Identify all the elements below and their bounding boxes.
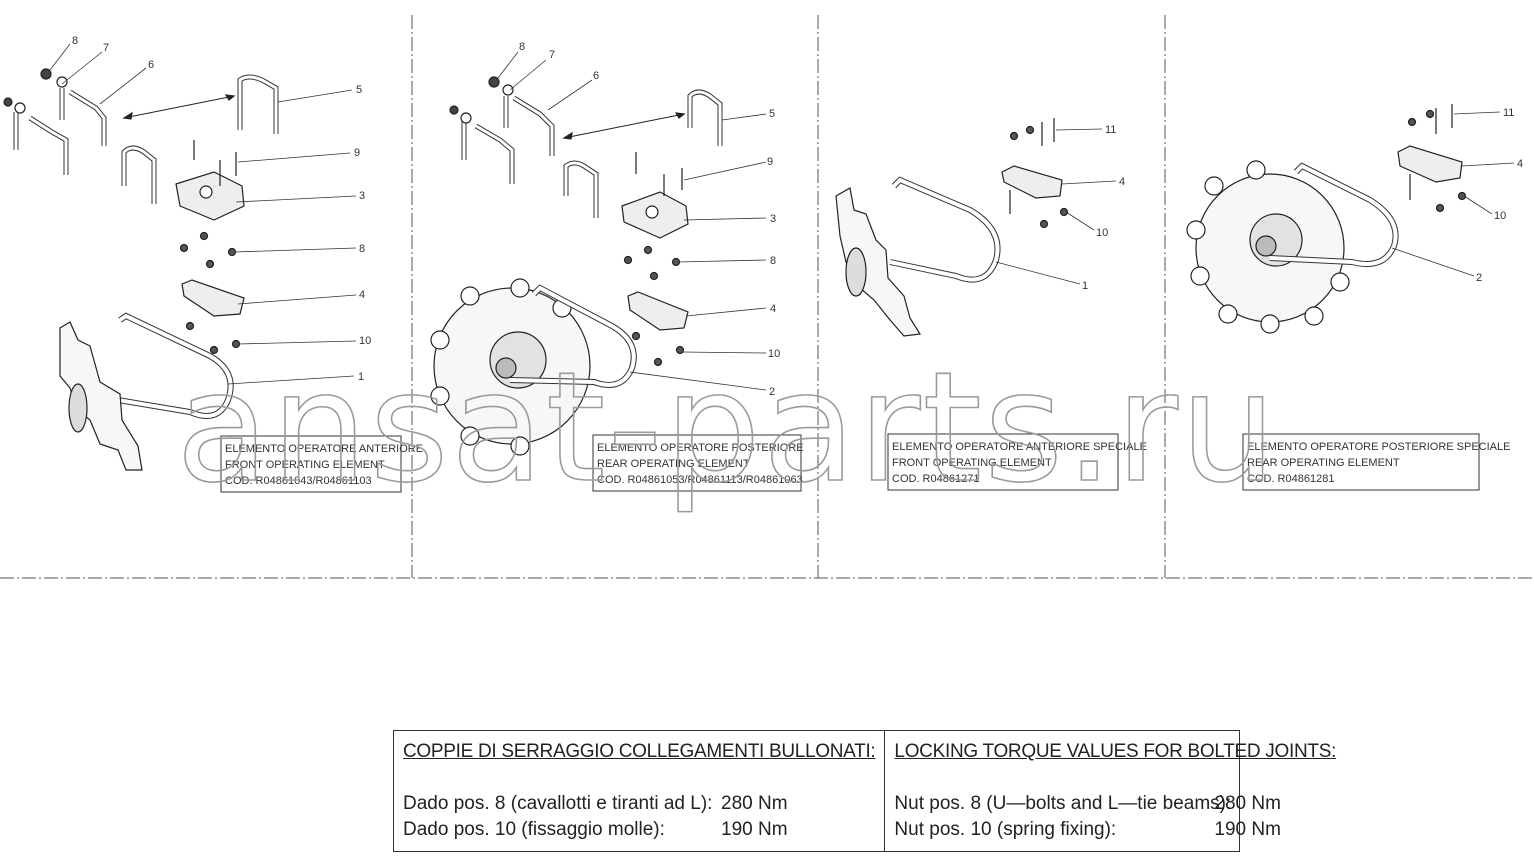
torque-heading-english: LOCKING TORQUE VALUES FOR BOLTED JOINTS: (894, 741, 1337, 762)
callout-9: 9 (767, 156, 773, 168)
panel-front-element (3, 68, 279, 471)
caption-box-front: ELEMENTO OPERATORE ANTERIORE FRONT OPERA… (220, 435, 423, 493)
panel-front-special-element (835, 118, 1069, 337)
callout-10: 10 (359, 335, 371, 347)
callout-11: 11 (1503, 107, 1514, 119)
callout-3: 3 (359, 190, 365, 202)
watermark: ansat-parts.ru (176, 339, 1278, 516)
torque-row: Dado pos. 10 (fissaggio molle): 190 Nm (403, 817, 875, 843)
caption-box-front-special: ELEMENTO OPERATORE ANTERIORE SPECIALE FR… (887, 433, 1147, 491)
caption-line: COD. R04861271 (892, 473, 979, 485)
panel-rear-element (430, 76, 723, 456)
callout-4: 4 (359, 289, 365, 301)
torque-row: Nut pos. 10 (spring fixing): 190 Nm (894, 817, 1336, 843)
torque-row: Nut pos. 8 (U—bolts and L—tie beams): 28… (894, 791, 1336, 817)
torque-value: 280 Nm (721, 793, 788, 814)
callout-numbers-panel-1: 8 7 6 5 9 3 8 4 10 1 (72, 35, 371, 383)
caption-line: COD. R04861043/R04861103 (225, 475, 372, 487)
torque-english-column: LOCKING TORQUE VALUES FOR BOLTED JOINTS:… (884, 731, 1345, 851)
torque-label: Nut pos. 10 (spring fixing): (894, 819, 1117, 840)
callout-8b: 8 (770, 255, 776, 267)
caption-line: ELEMENTO OPERATORE POSTERIORE SPECIALE (1247, 441, 1510, 453)
torque-label: Nut pos. 8 (U—bolts and L—tie beams): (894, 793, 1232, 814)
callout-4: 4 (770, 303, 776, 315)
callout-8: 8 (519, 41, 525, 53)
caption-line: FRONT OPERATING ELEMENT (892, 457, 1052, 469)
callout-numbers-panel-2: 8 7 6 5 9 3 8 4 10 2 (519, 41, 780, 398)
caption-line: ELEMENTO OPERATORE ANTERIORE (225, 443, 423, 455)
torque-value: 280 Nm (1214, 793, 1281, 814)
callout-numbers-panel-3: 11 4 10 1 (1082, 124, 1125, 292)
caption-line: COD. R04861053/R04861113/R04861063 (597, 474, 803, 486)
torque-values-table: COPPIE DI SERRAGGIO COLLEGAMENTI BULLONA… (393, 730, 1336, 852)
callout-numbers-panel-4: 11 4 10 2 (1476, 107, 1523, 284)
torque-label: Dado pos. 8 (cavallotti e tiranti ad L): (403, 793, 713, 814)
callout-5: 5 (356, 84, 362, 96)
torque-label: Dado pos. 10 (fissaggio molle): (403, 819, 665, 840)
panel-rear-special-element (1186, 104, 1467, 334)
caption-line: COD. R04861281 (1247, 473, 1334, 485)
callout-4: 4 (1517, 158, 1523, 170)
callout-2: 2 (769, 386, 775, 398)
callout-8: 8 (72, 35, 78, 47)
caption-line: ELEMENTO OPERATORE POSTERIORE (597, 442, 804, 454)
callout-11: 11 (1105, 124, 1116, 136)
callout-9: 9 (354, 147, 360, 159)
callout-1: 1 (358, 371, 364, 383)
caption-line: FRONT OPERATING ELEMENT (225, 459, 385, 471)
callout-leaders (49, 43, 1515, 391)
caption-box-rear-special: ELEMENTO OPERATORE POSTERIORE SPECIALE R… (1242, 433, 1510, 491)
callout-7: 7 (103, 42, 109, 54)
caption-line: ELEMENTO OPERATORE ANTERIORE SPECIALE (892, 441, 1147, 453)
callout-4: 4 (1119, 176, 1125, 188)
callout-5: 5 (769, 108, 775, 120)
callout-10: 10 (768, 348, 780, 360)
callout-3: 3 (770, 213, 776, 225)
callout-7: 7 (549, 49, 555, 61)
callout-10: 10 (1096, 227, 1108, 239)
torque-value: 190 Nm (721, 819, 788, 840)
panel-separators (0, 15, 1534, 579)
caption-line: REAR OPERATING ELEMENT (1247, 457, 1400, 469)
caption-line: REAR OPERATING ELEMENT (597, 458, 750, 470)
callout-1: 1 (1082, 280, 1088, 292)
callout-6: 6 (148, 59, 154, 71)
torque-heading-italian: COPPIE DI SERRAGGIO COLLEGAMENTI BULLONA… (403, 741, 876, 762)
callout-8b: 8 (359, 243, 365, 255)
callout-10: 10 (1494, 210, 1506, 222)
torque-row: Dado pos. 8 (cavallotti e tiranti ad L):… (403, 791, 875, 817)
torque-value: 190 Nm (1214, 819, 1281, 840)
torque-italian-column: COPPIE DI SERRAGGIO COLLEGAMENTI BULLONA… (394, 731, 884, 851)
caption-box-rear: ELEMENTO OPERATORE POSTERIORE REAR OPERA… (592, 434, 804, 492)
callout-2: 2 (1476, 272, 1482, 284)
callout-6: 6 (593, 70, 599, 82)
